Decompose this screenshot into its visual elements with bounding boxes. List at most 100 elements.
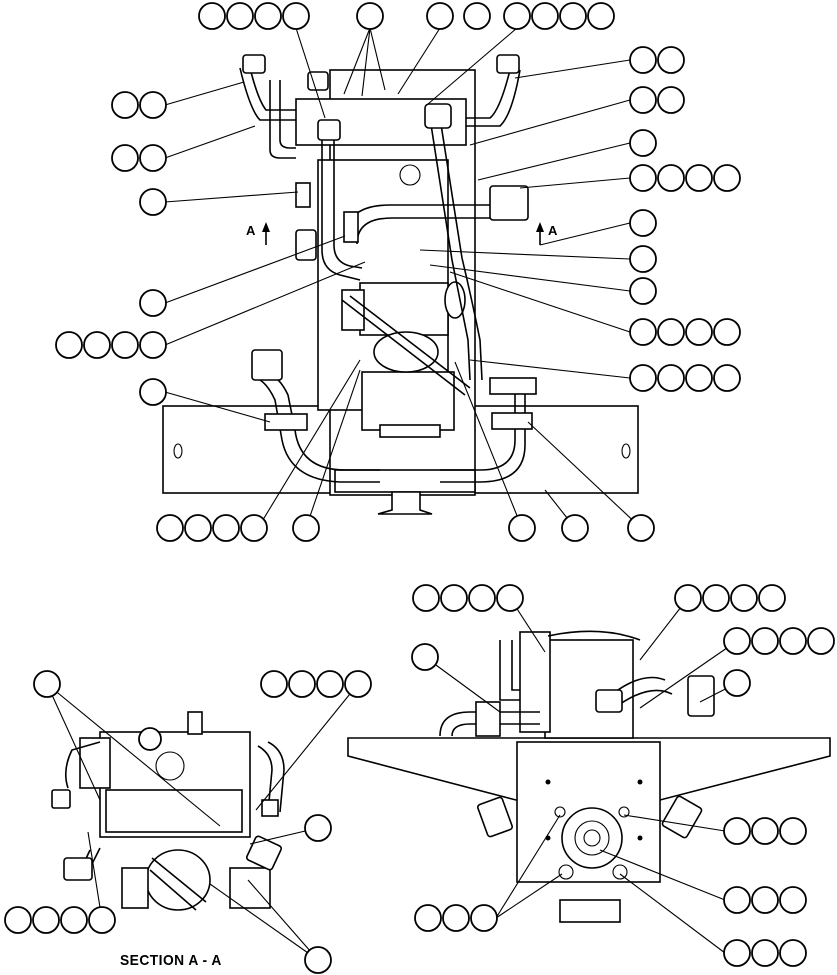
- callout-bubble: [139, 331, 167, 359]
- callout-bubble: [198, 2, 226, 30]
- callout-bubble: [629, 129, 657, 157]
- callout-bubbles: [4, 2, 835, 974]
- callout-bubble: [723, 627, 751, 655]
- callout-bubble: [260, 670, 288, 698]
- callout-bubble: [111, 331, 139, 359]
- side-shaft-housing: [561, 807, 623, 869]
- callout-bubble: [254, 2, 282, 30]
- callout-bubble: [411, 643, 439, 671]
- callout-bubble: [212, 514, 240, 542]
- callout-bubble: [685, 164, 713, 192]
- callout-bubble: [531, 2, 559, 30]
- callout-bubble: [779, 886, 807, 914]
- callout-bubble: [779, 817, 807, 845]
- callout-bubble: [559, 2, 587, 30]
- callout-bubble: [751, 817, 779, 845]
- callout-bubble: [723, 817, 751, 845]
- callout-bubble: [629, 364, 657, 392]
- callout-bubble: [657, 46, 685, 74]
- callout-bubble: [468, 584, 496, 612]
- callout-bubble: [139, 378, 167, 406]
- side-bottom-valve: [559, 899, 621, 923]
- callout-bubble: [414, 904, 442, 932]
- callout-leaders: [46, 27, 738, 961]
- bottom-flange: [377, 491, 433, 515]
- callout-bubble: [657, 86, 685, 114]
- callout-bubble: [344, 670, 372, 698]
- callout-bubble: [657, 164, 685, 192]
- callout-bubble: [730, 584, 758, 612]
- section-view-assembly: [51, 711, 285, 911]
- callout-bubble: [240, 514, 268, 542]
- callout-bubble: [83, 331, 111, 359]
- callout-bubble: [723, 669, 751, 697]
- callout-bubble: [685, 318, 713, 346]
- callout-bubble: [751, 627, 779, 655]
- callout-bubble: [758, 584, 786, 612]
- callout-bubble: [226, 2, 254, 30]
- callout-bubble: [807, 627, 835, 655]
- callout-bubble: [508, 514, 536, 542]
- callout-bubble: [156, 514, 184, 542]
- callout-bubble: [629, 209, 657, 237]
- callout-bubble: [629, 46, 657, 74]
- callout-bubble: [674, 584, 702, 612]
- callout-bubble: [304, 814, 332, 842]
- callout-bubble: [55, 331, 83, 359]
- callout-bubble: [723, 886, 751, 914]
- callout-bubble: [111, 144, 139, 172]
- callout-bubble: [503, 2, 531, 30]
- callout-bubble: [713, 164, 741, 192]
- callout-bubble: [629, 245, 657, 273]
- callout-bubble: [657, 364, 685, 392]
- callout-bubble: [629, 318, 657, 346]
- callout-bubble: [587, 2, 615, 30]
- callout-bubble: [657, 318, 685, 346]
- lower-pump: [361, 371, 455, 431]
- side-view-assembly: [347, 630, 831, 923]
- callout-bubble: [463, 2, 491, 30]
- callout-bubble: [138, 727, 162, 751]
- callout-bubble: [139, 144, 167, 172]
- callout-bubble: [139, 91, 167, 119]
- callout-bubble: [426, 2, 454, 30]
- callout-bubble: [4, 906, 32, 934]
- callout-bubble: [139, 188, 167, 216]
- callout-bubble: [779, 627, 807, 655]
- callout-bubble: [442, 904, 470, 932]
- callout-bubble: [292, 514, 320, 542]
- callout-bubble: [713, 364, 741, 392]
- callout-bubble: [561, 514, 589, 542]
- section-caption: SECTION A - A: [120, 952, 222, 969]
- callout-bubble: [184, 514, 212, 542]
- callout-bubble: [629, 164, 657, 192]
- callout-bubble: [779, 939, 807, 967]
- side-upper-block: [544, 639, 634, 739]
- callout-bubble: [88, 906, 116, 934]
- callout-bubble: [412, 584, 440, 612]
- callout-bubble: [282, 2, 310, 30]
- top-view-assembly: A A: [162, 54, 639, 515]
- callout-bubble: [627, 514, 655, 542]
- callout-bubble: [32, 906, 60, 934]
- callout-bubble: [751, 939, 779, 967]
- callout-bubble: [470, 904, 498, 932]
- callout-bubble: [60, 906, 88, 934]
- callout-bubble: [33, 670, 61, 698]
- callout-bubble: [713, 318, 741, 346]
- callout-bubble: [440, 584, 468, 612]
- callout-bubble: [304, 946, 332, 974]
- callout-bubble: [702, 584, 730, 612]
- section-marker-left: A: [246, 223, 256, 238]
- callout-bubble: [723, 939, 751, 967]
- callout-bubble: [751, 886, 779, 914]
- upper-pump: [359, 282, 449, 336]
- callout-bubble: [288, 670, 316, 698]
- section-marker-right: A: [548, 223, 558, 238]
- callout-bubble: [111, 91, 139, 119]
- callout-bubble: [496, 584, 524, 612]
- callout-bubble: [629, 86, 657, 114]
- callout-bubble: [316, 670, 344, 698]
- callout-bubble: [685, 364, 713, 392]
